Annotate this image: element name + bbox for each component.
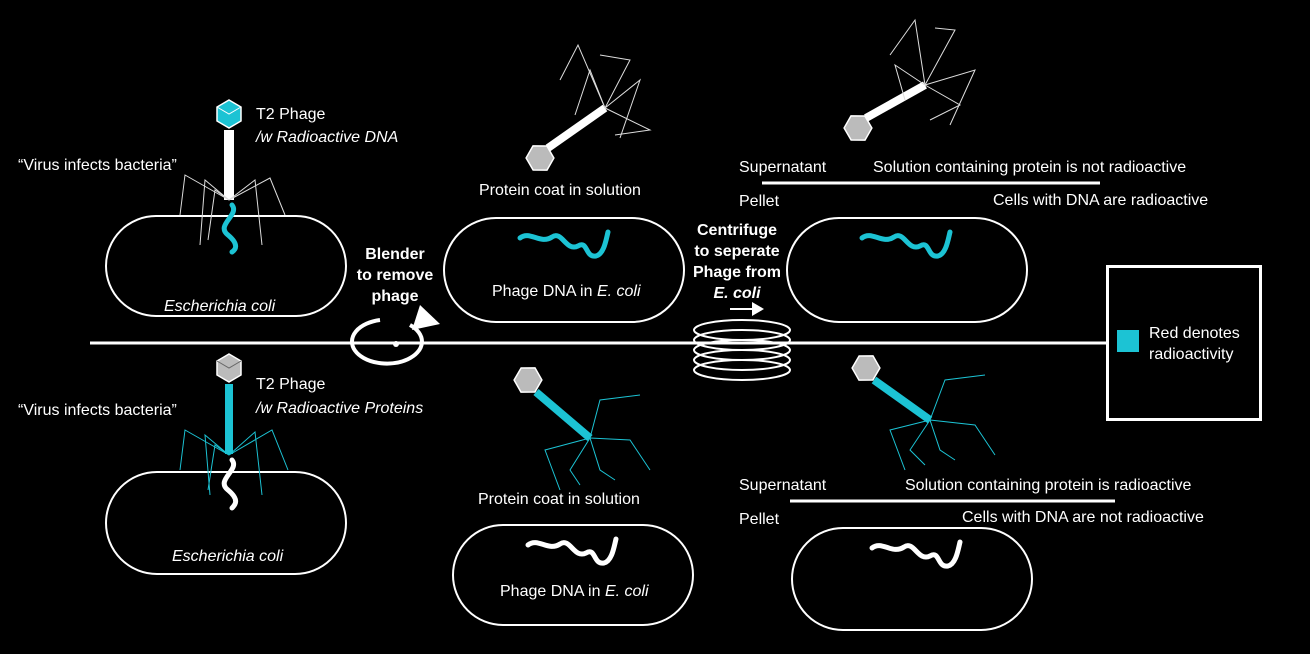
blender-icon xyxy=(349,305,440,366)
phage-top-infecting xyxy=(179,99,286,255)
bottom-phage-dna-prefix: Phage DNA in xyxy=(500,583,605,600)
top-phage-dna-species: E. coli xyxy=(596,283,641,300)
bottom-phage-label: T2 Phage xyxy=(256,376,326,393)
bottom-phage-dna: Phage DNA in E. coli xyxy=(500,582,649,602)
top-protein-coat: Protein coat in solution xyxy=(479,182,641,199)
top-phage-sub: /w Radioactive DNA xyxy=(256,129,399,146)
blender-line-3: phage xyxy=(371,288,419,305)
phage-top-detached xyxy=(525,43,652,171)
centrifuge-line-1: Centrifuge xyxy=(697,222,777,239)
centrifuge-line-4: E. coli xyxy=(713,285,761,302)
dna-strand-bottom-3 xyxy=(869,539,963,569)
bottom-phage-dna-species: E. coli xyxy=(604,583,649,600)
bottom-cell-name: Escherichia coli xyxy=(172,548,284,565)
blender-line-2: to remove xyxy=(356,267,434,284)
top-cell-name: Escherichia coli xyxy=(164,298,276,315)
centrifuge-icon xyxy=(693,302,791,381)
ecoli-cell-bottom-2 xyxy=(452,524,694,626)
bottom-infects-label: “Virus infects bacteria” xyxy=(18,402,177,419)
centrifuge-line-2: to seperate xyxy=(694,243,780,260)
phage-bottom-infecting xyxy=(179,353,289,511)
top-pellet-result: Cells with DNA are radioactive xyxy=(993,192,1209,209)
legend-text: Red denotes radioactivity xyxy=(1149,323,1240,365)
phage-bottom-supernatant xyxy=(851,355,996,471)
bottom-supernatant-result: Solution containing protein is radioacti… xyxy=(905,477,1192,494)
bottom-pellet-result: Cells with DNA are not radioactive xyxy=(962,509,1204,526)
ecoli-cell-bottom-1 xyxy=(105,471,347,575)
legend-line-2: radioactivity xyxy=(1149,346,1234,363)
centrifuge-label: Centrifuge to seperate Phage from E. col… xyxy=(681,220,793,304)
dna-strand-top-2 xyxy=(517,229,611,259)
top-supernatant-result: Solution containing protein is not radio… xyxy=(873,159,1187,176)
blender-label: Blender to remove phage xyxy=(343,244,447,307)
ecoli-cell-top-1 xyxy=(105,215,347,317)
legend-box: Red denotes radioactivity xyxy=(1106,265,1262,421)
top-supernatant: Supernatant xyxy=(739,159,827,176)
dna-strand-top-3 xyxy=(859,229,953,259)
bottom-phage-sub: /w Radioactive Proteins xyxy=(256,400,424,417)
ecoli-cell-bottom-3 xyxy=(791,527,1033,631)
ecoli-cell-top-3 xyxy=(786,217,1028,323)
top-pellet: Pellet xyxy=(739,193,780,210)
bottom-protein-coat: Protein coat in solution xyxy=(478,491,640,508)
top-phage-dna-prefix: Phage DNA in xyxy=(492,283,597,300)
dna-strand-bottom-2 xyxy=(525,536,619,566)
blender-line-1: Blender xyxy=(365,246,425,263)
centrifuge-line-3: Phage from xyxy=(692,264,781,281)
phage-bottom-detached xyxy=(513,367,651,491)
top-phage-label: T2 Phage xyxy=(256,106,326,123)
legend-swatch xyxy=(1117,330,1139,352)
ecoli-cell-top-2 xyxy=(443,217,685,323)
top-phage-dna: Phage DNA in E. coli xyxy=(492,282,641,302)
bottom-pellet: Pellet xyxy=(739,511,780,528)
legend-line-1: Red denotes xyxy=(1149,325,1240,342)
bottom-supernatant: Supernatant xyxy=(739,477,827,494)
top-infects-label: “Virus infects bacteria” xyxy=(18,157,177,174)
phage-top-supernatant xyxy=(843,18,976,141)
